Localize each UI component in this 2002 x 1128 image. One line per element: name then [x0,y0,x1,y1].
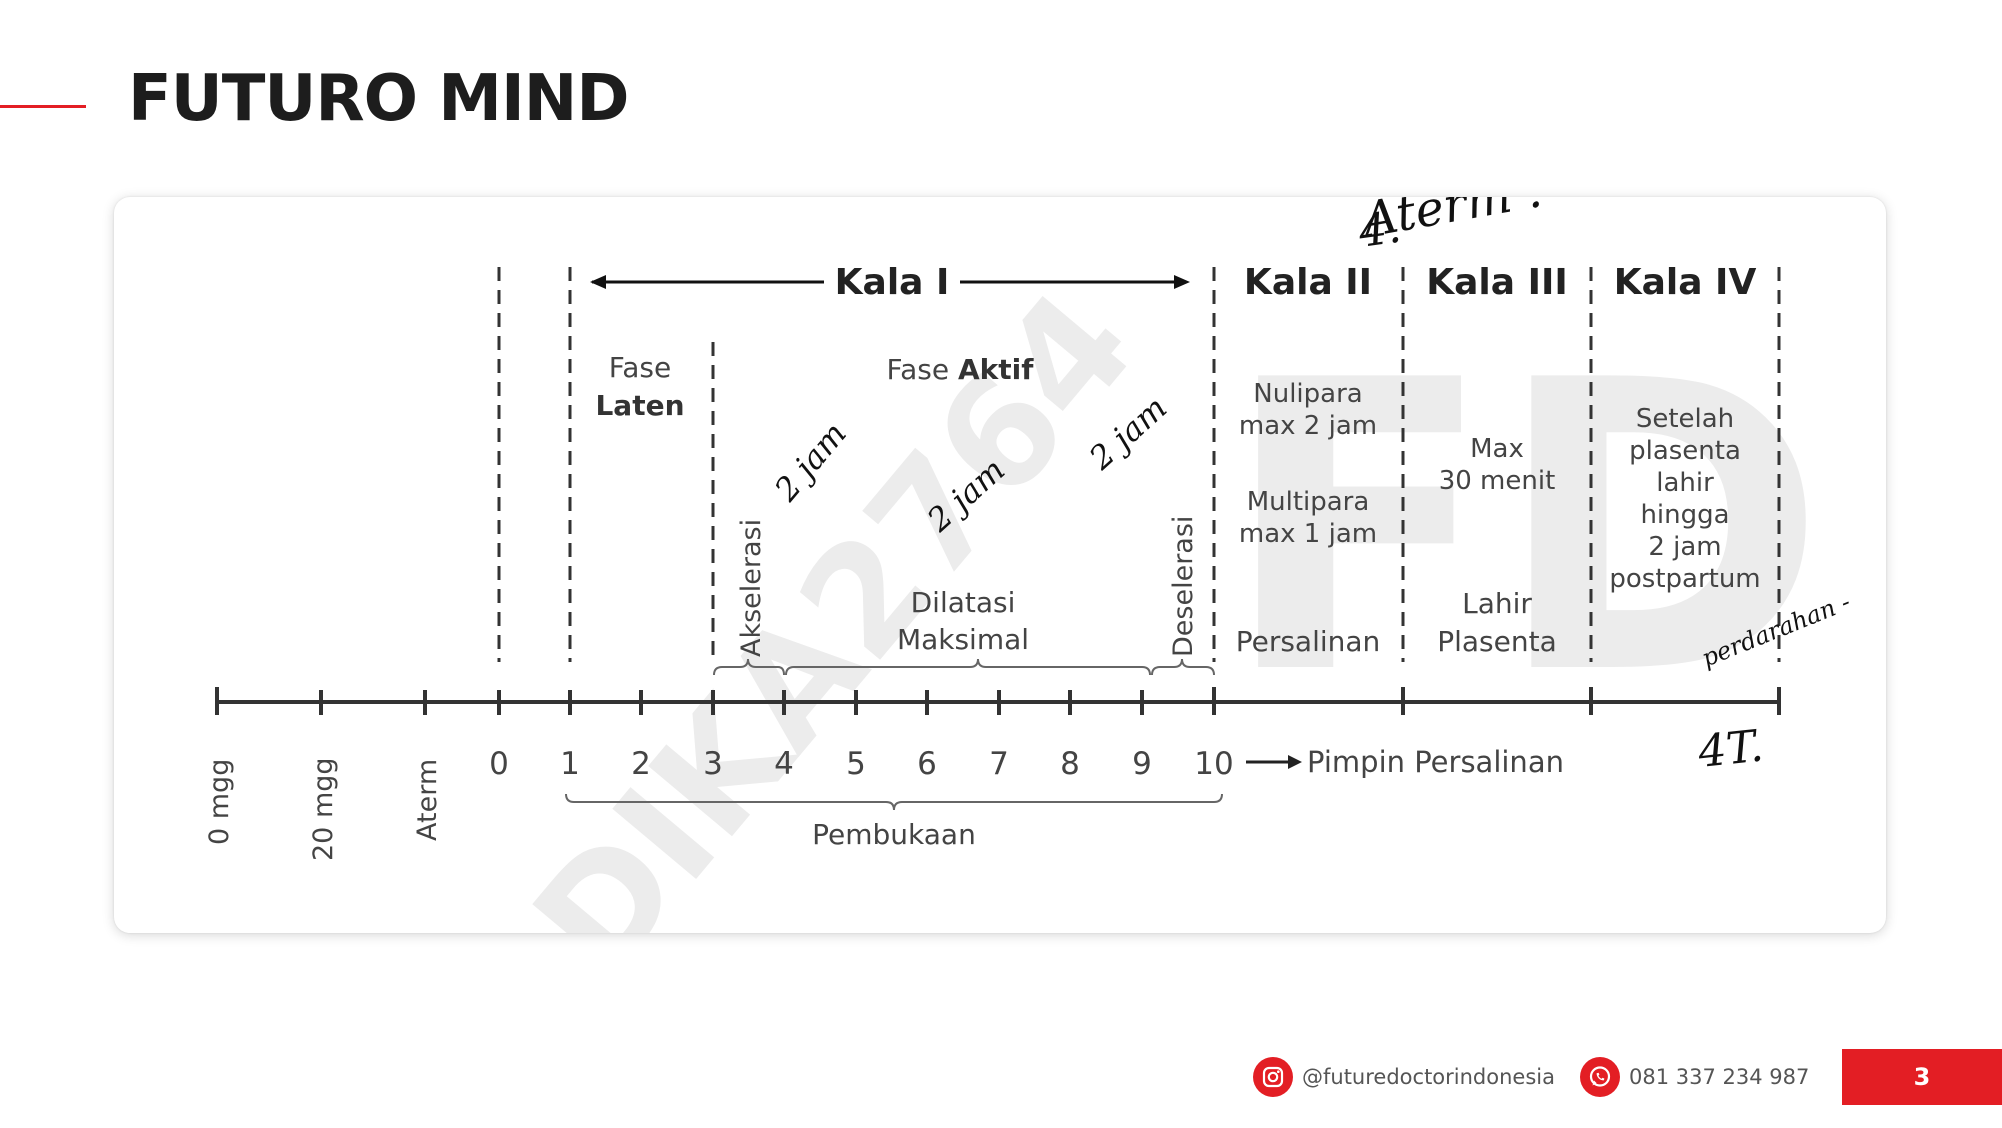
handwritten-mark-kala-2: 4. [1354,202,1404,258]
kala4-note-line4: hingga [1640,500,1729,530]
axis-number-4: 4 [774,746,794,782]
stage-label-kala-1: Kala I [835,262,950,303]
kala3-note-line1: Max [1470,434,1524,464]
akselerasi-label: Akselerasi [736,519,767,657]
axis-number-9: 9 [1132,746,1152,782]
axis-number-8: 8 [1060,746,1080,782]
kala3-outcome-line2: Plasenta [1437,625,1557,658]
whatsapp-icon [1580,1057,1620,1097]
page-title: FUTURO MIND [128,62,629,136]
fase-laten-label-line1: Fase [609,351,672,384]
arrow-right-icon [1246,755,1302,769]
axis-number-10: 10 [1194,746,1233,782]
multipara-duration: max 1 jam [1239,519,1377,549]
labor-stages-diagram: FD DIKA2764 Kala I Kala II Kala III Kala… [204,197,1854,933]
pimpin-persalinan-label: Pimpin Persalinan [1307,745,1564,779]
kala4-note-line6: postpartum [1609,564,1760,594]
nulipara-label: Nulipara [1253,379,1362,409]
handwritten-note-bottom: 4T. [1695,720,1766,778]
axis-number-3: 3 [703,746,723,782]
watermark-logo: FD [1221,297,1826,762]
axis-number-0: 0 [489,746,509,782]
kala1-span-arrow [590,275,1190,289]
instagram-icon [1253,1057,1293,1097]
fase-aktif-label: Fase Aktif [887,353,1035,386]
deselerasi-label: Deselerasi [1168,516,1199,657]
footer-whatsapp[interactable]: 081 337 234 987 [1580,1055,1809,1099]
pembukaan-brace [565,793,1223,811]
footer-instagram[interactable]: @futuredoctorindonesia [1253,1055,1555,1099]
axis-label-aterm: Aterm [412,759,443,841]
axis-number-5: 5 [846,746,866,782]
kala2-outcome: Persalinan [1236,625,1381,658]
kala4-note-line5: 2 jam [1648,532,1721,562]
dilatasi-label-line2: Maksimal [897,623,1029,656]
kala4-note-line2: plasenta [1629,436,1741,466]
fase-laten-label-line2: Laten [595,389,684,422]
dilatasi-label-line1: Dilatasi [911,586,1016,619]
stage-label-kala-4: Kala IV [1614,262,1757,303]
nulipara-duration: max 2 jam [1239,411,1377,441]
axis-number-6: 6 [917,746,937,782]
kala3-note-line2: 30 menit [1439,466,1556,496]
title-accent-line [0,105,86,108]
page-number-badge: 3 [1842,1049,2002,1105]
kala4-note-line3: lahir [1656,468,1714,498]
kala3-outcome-line1: Lahir [1462,587,1532,620]
axis-label-20-mgg: 20 mgg [308,757,339,861]
axis-number-1: 1 [560,746,580,782]
stage-label-kala-2: Kala II [1244,262,1372,303]
multipara-label: Multipara [1247,487,1370,517]
phase-braces [713,658,1215,676]
stage-label-kala-3: Kala III [1426,262,1568,303]
diagram-card: FD DIKA2764 Kala I Kala II Kala III Kala… [114,197,1886,933]
instagram-handle: @futuredoctorindonesia [1302,1065,1555,1089]
kala4-note-line1: Setelah [1636,404,1734,434]
whatsapp-number: 081 337 234 987 [1629,1065,1810,1089]
pembukaan-label: Pembukaan [812,818,976,851]
timeline-ticks [215,687,1781,715]
axis-label-0-mgg: 0 mgg [204,759,235,845]
phase-separators [497,267,1781,662]
axis-number-7: 7 [989,746,1009,782]
axis-number-2: 2 [631,746,651,782]
